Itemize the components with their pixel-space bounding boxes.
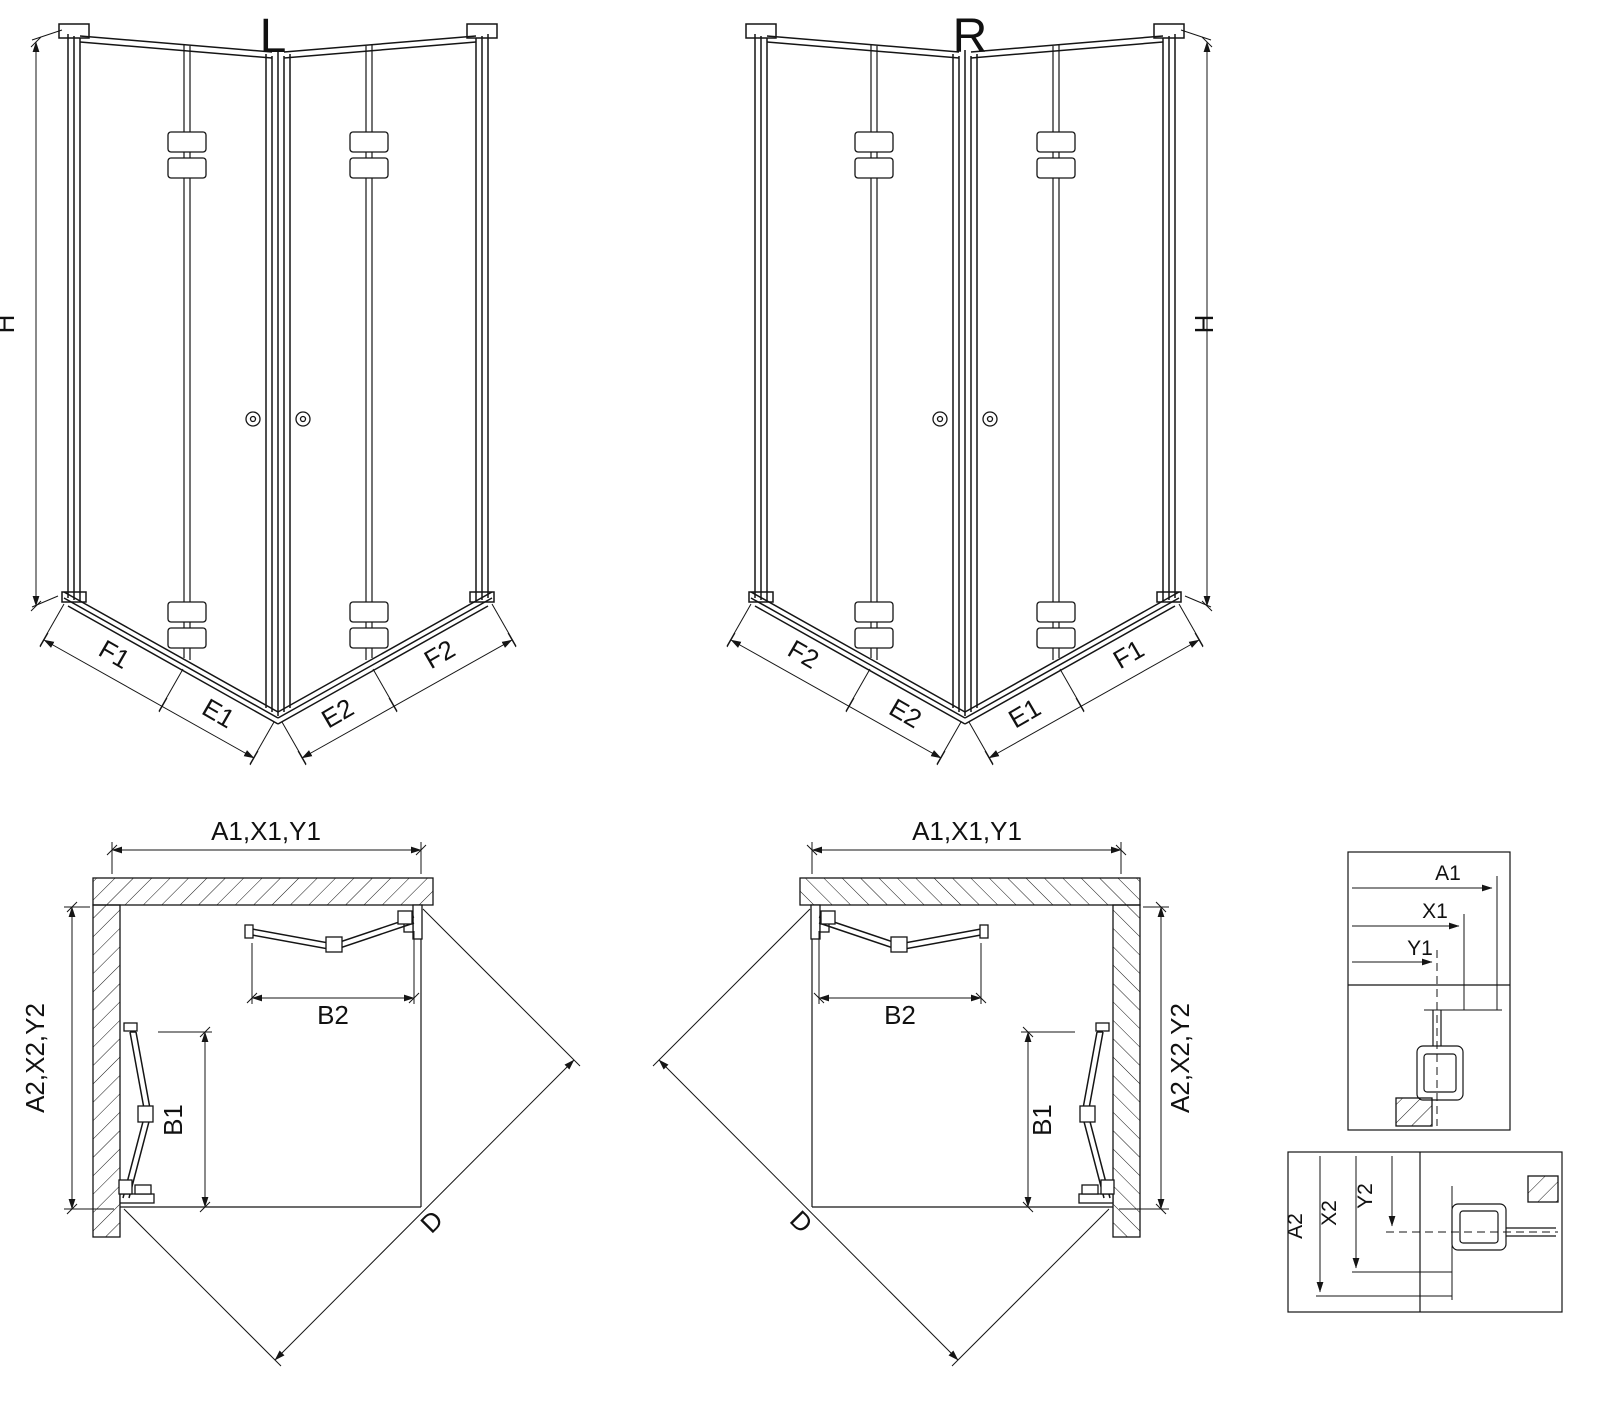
dim-label-f2-left: F2 <box>419 634 460 675</box>
profile-detail-top <box>1347 851 1511 1131</box>
detail-label-a1: A1 <box>1435 862 1461 885</box>
detail-bottom-leaders <box>1316 1156 1558 1300</box>
dim-label-d-right: D <box>784 1204 818 1238</box>
dim-label-b1-right: B1 <box>1027 1104 1057 1136</box>
wall-profile-section-vertical <box>1395 1010 1464 1127</box>
dim-label-depth-right: A2,X2,Y2 <box>1165 1003 1195 1113</box>
dim-label-b1-left: B1 <box>158 1104 188 1136</box>
dim-label-d-left: D <box>414 1204 448 1238</box>
detail-label-y2: Y2 <box>1354 1183 1377 1209</box>
detail-label-x2: X2 <box>1318 1200 1341 1226</box>
dim-label-h-right: H <box>1189 315 1219 334</box>
plan-view-right <box>653 842 1169 1366</box>
labels: L R H H F1 E1 E2 F2 F2 E2 E1 F1 A1,X1,Y1… <box>0 10 1461 1239</box>
detail-label-y1: Y1 <box>1407 937 1433 960</box>
plan-view-left <box>64 842 580 1366</box>
profile-detail-bottom <box>1287 1151 1563 1313</box>
detail-label-a2: A2 <box>1284 1213 1307 1239</box>
dim-label-b2-left: B2 <box>317 1000 349 1030</box>
view-label-left: L <box>260 10 287 63</box>
dim-label-width-right: A1,X1,Y1 <box>912 816 1022 846</box>
detail-label-x1: X1 <box>1422 900 1448 923</box>
wall-profile-section-horizontal <box>1451 1175 1559 1251</box>
dim-label-h-left: H <box>0 315 20 334</box>
view-label-right: R <box>953 10 988 63</box>
dim-label-b2-right: B2 <box>884 1000 916 1030</box>
detail-top-leaders <box>1352 876 1502 1126</box>
dim-label-f2-right: F2 <box>783 634 824 675</box>
dim-label-depth-left: A2,X2,Y2 <box>20 1003 50 1113</box>
dim-label-width-left: A1,X1,Y1 <box>211 816 321 846</box>
